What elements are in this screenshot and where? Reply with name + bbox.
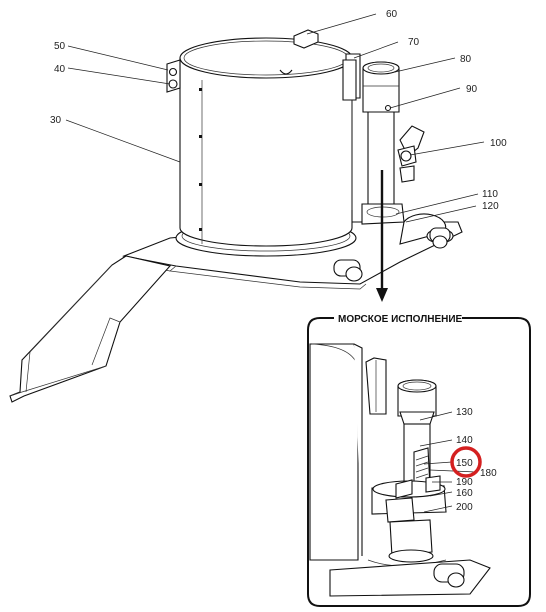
ramp-plate	[9, 255, 172, 403]
marine-inset: МОРСКОЕ ИСПОЛНЕНИЕ 130	[307, 311, 531, 607]
callout-30: 30	[50, 115, 62, 126]
callout-180: 180	[480, 468, 497, 479]
castor-front	[333, 259, 363, 282]
callout-190: 190	[456, 477, 473, 488]
callout-80: 80	[460, 54, 472, 65]
callout-200: 200	[456, 502, 473, 513]
drum-rim	[179, 37, 353, 79]
castor-right	[426, 227, 454, 249]
callout-130: 130	[456, 407, 473, 418]
callout-120: 120	[482, 201, 499, 212]
callout-50: 50	[54, 41, 66, 52]
callout-100: 100	[490, 138, 507, 149]
main-callouts: 60 70 80 90 100 50 40 30 110 120	[50, 9, 507, 223]
inset-title: МОРСКОЕ ИСПОЛНЕНИЕ	[338, 314, 463, 325]
callout-40: 40	[54, 64, 66, 75]
main-assembly	[9, 29, 463, 403]
top-bracket	[293, 29, 319, 49]
callout-140: 140	[456, 435, 473, 446]
callout-60: 60	[386, 9, 398, 20]
highlight-ring	[450, 446, 482, 478]
detail-arrow	[376, 170, 388, 302]
callout-70: 70	[408, 37, 420, 48]
callout-90: 90	[466, 84, 478, 95]
callout-110: 110	[482, 189, 498, 200]
drum-body	[179, 57, 353, 247]
callout-160: 160	[456, 488, 473, 499]
callout-150: 150	[456, 458, 473, 469]
